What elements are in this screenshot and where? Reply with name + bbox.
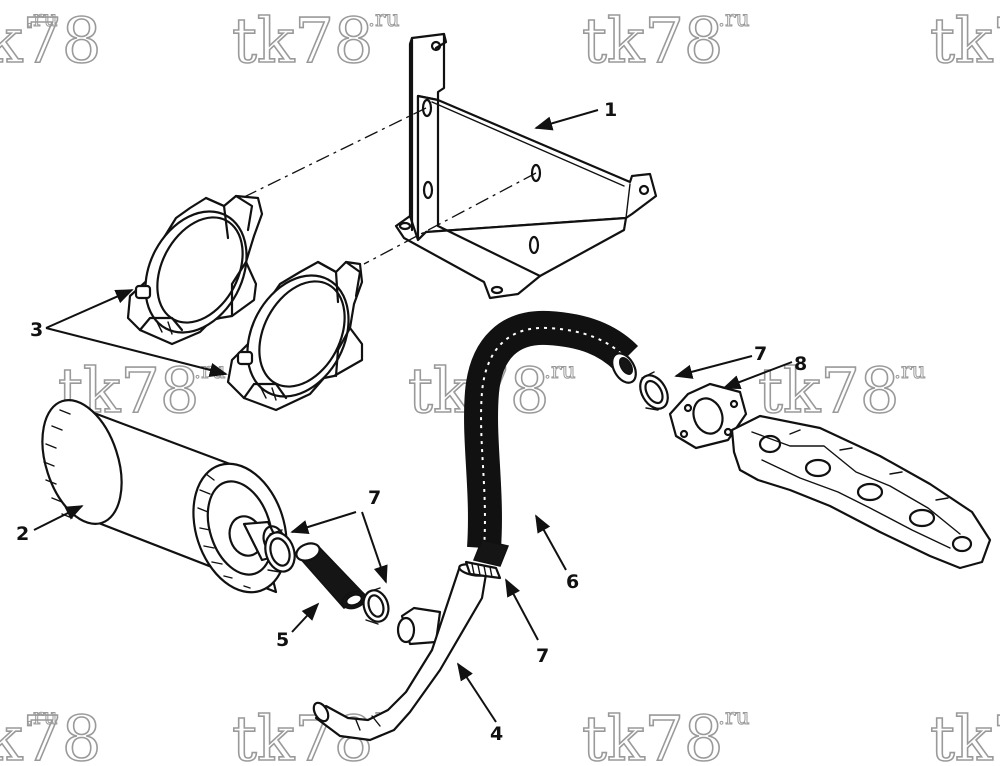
callout-6: 6 bbox=[566, 571, 579, 593]
svg-text:tk78: tk78 bbox=[582, 702, 723, 766]
hose-clamp-filter bbox=[264, 529, 296, 573]
hose-clamp-upper bbox=[639, 371, 669, 411]
svg-text:.ru: .ru bbox=[26, 705, 58, 730]
callout-3: 3 bbox=[30, 319, 43, 341]
svg-text:tk78: tk78 bbox=[758, 354, 899, 427]
corrugated-hose bbox=[464, 310, 639, 567]
watermark: tk78 .ru bbox=[581, 701, 750, 766]
svg-text:tk78: tk78 bbox=[0, 702, 101, 766]
hose-clamp-mid bbox=[362, 587, 390, 625]
band-clamp-lower bbox=[226, 260, 364, 412]
svg-text:tk78: tk78 bbox=[930, 702, 1000, 766]
callout-5: 5 bbox=[276, 629, 289, 651]
callout-8: 8 bbox=[794, 353, 807, 375]
svg-text:.ru: .ru bbox=[194, 359, 226, 384]
callout-1: 1 bbox=[604, 99, 617, 121]
callout-2: 2 bbox=[16, 523, 29, 545]
watermark: tk78 .ru bbox=[231, 3, 400, 78]
svg-text:.ru: .ru bbox=[894, 359, 926, 384]
svg-text:tk78: tk78 bbox=[930, 4, 1000, 77]
short-hose bbox=[295, 542, 368, 610]
svg-text:.ru: .ru bbox=[544, 359, 576, 384]
band-clamp-upper bbox=[126, 194, 264, 346]
watermark: tk78 bbox=[929, 701, 1000, 766]
air-filter-canister bbox=[41, 399, 288, 594]
callout-7-filter: 7 bbox=[368, 487, 381, 509]
watermark: tk78 .ru bbox=[0, 701, 102, 766]
svg-text:.ru: .ru bbox=[368, 7, 400, 32]
elbow-tube bbox=[312, 563, 488, 742]
center-lines bbox=[237, 107, 537, 265]
watermark: tk78 bbox=[929, 3, 1000, 78]
leader-lines bbox=[33, 109, 793, 723]
watermark: tk78 .ru bbox=[581, 3, 750, 78]
callout-7-upper: 7 bbox=[754, 343, 767, 365]
hose-clamp-elbow bbox=[464, 560, 502, 580]
svg-text:.ru: .ru bbox=[718, 7, 750, 32]
svg-text:.ru: .ru bbox=[718, 705, 750, 730]
watermark: tk78 .ru bbox=[0, 3, 102, 78]
callout-4: 4 bbox=[490, 723, 503, 745]
exhaust-manifold bbox=[730, 414, 992, 570]
callouts: 1 3 2 5 4 6 7 7 7 8 bbox=[16, 99, 807, 745]
svg-text:tk78: tk78 bbox=[0, 4, 101, 77]
svg-text:tk78: tk78 bbox=[582, 4, 723, 77]
flange-gasket bbox=[668, 382, 748, 450]
callout-7-elbow: 7 bbox=[536, 645, 549, 667]
svg-text:.ru: .ru bbox=[26, 7, 58, 32]
svg-text:tk78: tk78 bbox=[232, 4, 373, 77]
